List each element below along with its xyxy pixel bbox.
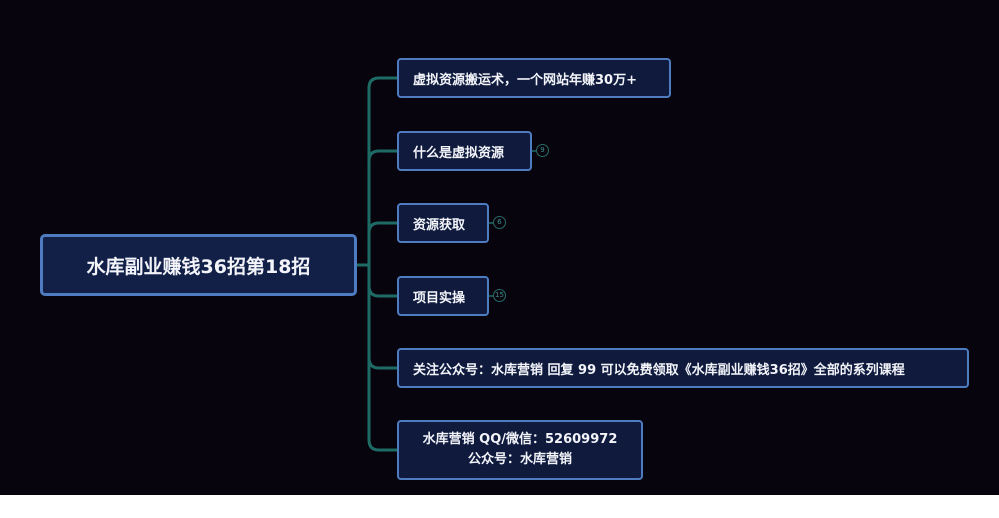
collapsed-count-badge[interactable]: 9 — [536, 144, 549, 157]
branch-node-contact-info[interactable]: 水库营销 QQ/微信：52609972 公众号：水库营销 — [397, 420, 643, 480]
branch-connector-1 — [367, 76, 397, 265]
branch-node-what-is-virtual-resource[interactable]: 什么是虚拟资源 — [397, 131, 532, 171]
branch-connector-2 — [367, 149, 397, 265]
branch-label: 项目实操 — [413, 290, 466, 306]
branch-label: 虚拟资源搬运术，一个网站年赚30万+ — [413, 72, 637, 88]
branch-connector-6 — [367, 265, 397, 452]
collapsed-count-badge[interactable]: 15 — [493, 289, 506, 302]
branch-connector-5 — [367, 265, 397, 370]
root-title: 水库副业赚钱36招第18招 — [86, 255, 311, 278]
branch-node-resource-acquisition[interactable]: 资源获取 — [397, 203, 489, 243]
branch-label: 关注公众号：水库营销 回复 99 可以免费领取《水库副业赚钱36招》全部的系列课… — [413, 362, 905, 378]
branch-label: 资源获取 — [413, 217, 466, 233]
branch-node-virtual-resource-relay[interactable]: 虚拟资源搬运术，一个网站年赚30万+ — [397, 58, 671, 98]
branch-node-project-practice[interactable]: 项目实操 — [397, 276, 489, 316]
branch-label: 什么是虚拟资源 — [413, 145, 505, 161]
root-node[interactable]: 水库副业赚钱36招第18招 — [40, 234, 357, 296]
collapsed-count-badge[interactable]: 6 — [493, 216, 506, 229]
mindmap-canvas: 水库副业赚钱36招第18招 虚拟资源搬运术，一个网站年赚30万+ 什么是虚拟资源… — [0, 0, 999, 495]
official-account-line: 公众号：水库营销 — [467, 452, 572, 467]
branch-connector-3 — [367, 221, 397, 265]
connector-lines — [357, 76, 536, 452]
contact-line: 水库营销 QQ/微信：52609972 — [422, 432, 618, 447]
branch-node-follow-account[interactable]: 关注公众号：水库营销 回复 99 可以免费领取《水库副业赚钱36招》全部的系列课… — [397, 348, 969, 388]
branch-connector-4 — [367, 265, 397, 298]
